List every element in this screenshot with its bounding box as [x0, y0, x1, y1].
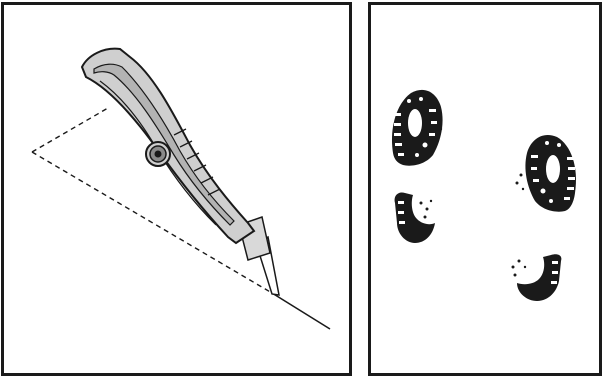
- screw-knob: [145, 141, 171, 167]
- dashed-angle-guides: [31, 107, 273, 294]
- dashed-guide-upper: [31, 107, 109, 153]
- knife-grip: [93, 63, 235, 226]
- cut-line: [271, 292, 331, 330]
- footprint-left-heel: [394, 192, 435, 243]
- utility-knife-illustration: [31, 47, 331, 330]
- grip-ridges: [173, 128, 221, 196]
- footprint-right-sole: [515, 134, 577, 212]
- footprint-right-heel: [511, 254, 562, 301]
- footprints-illustration-panel: [368, 2, 602, 376]
- footprint-left-sole: [391, 89, 443, 166]
- dashed-guide-lower: [31, 151, 273, 294]
- footprints-illustration: [391, 89, 577, 301]
- cutter-illustration-panel: [1, 2, 352, 376]
